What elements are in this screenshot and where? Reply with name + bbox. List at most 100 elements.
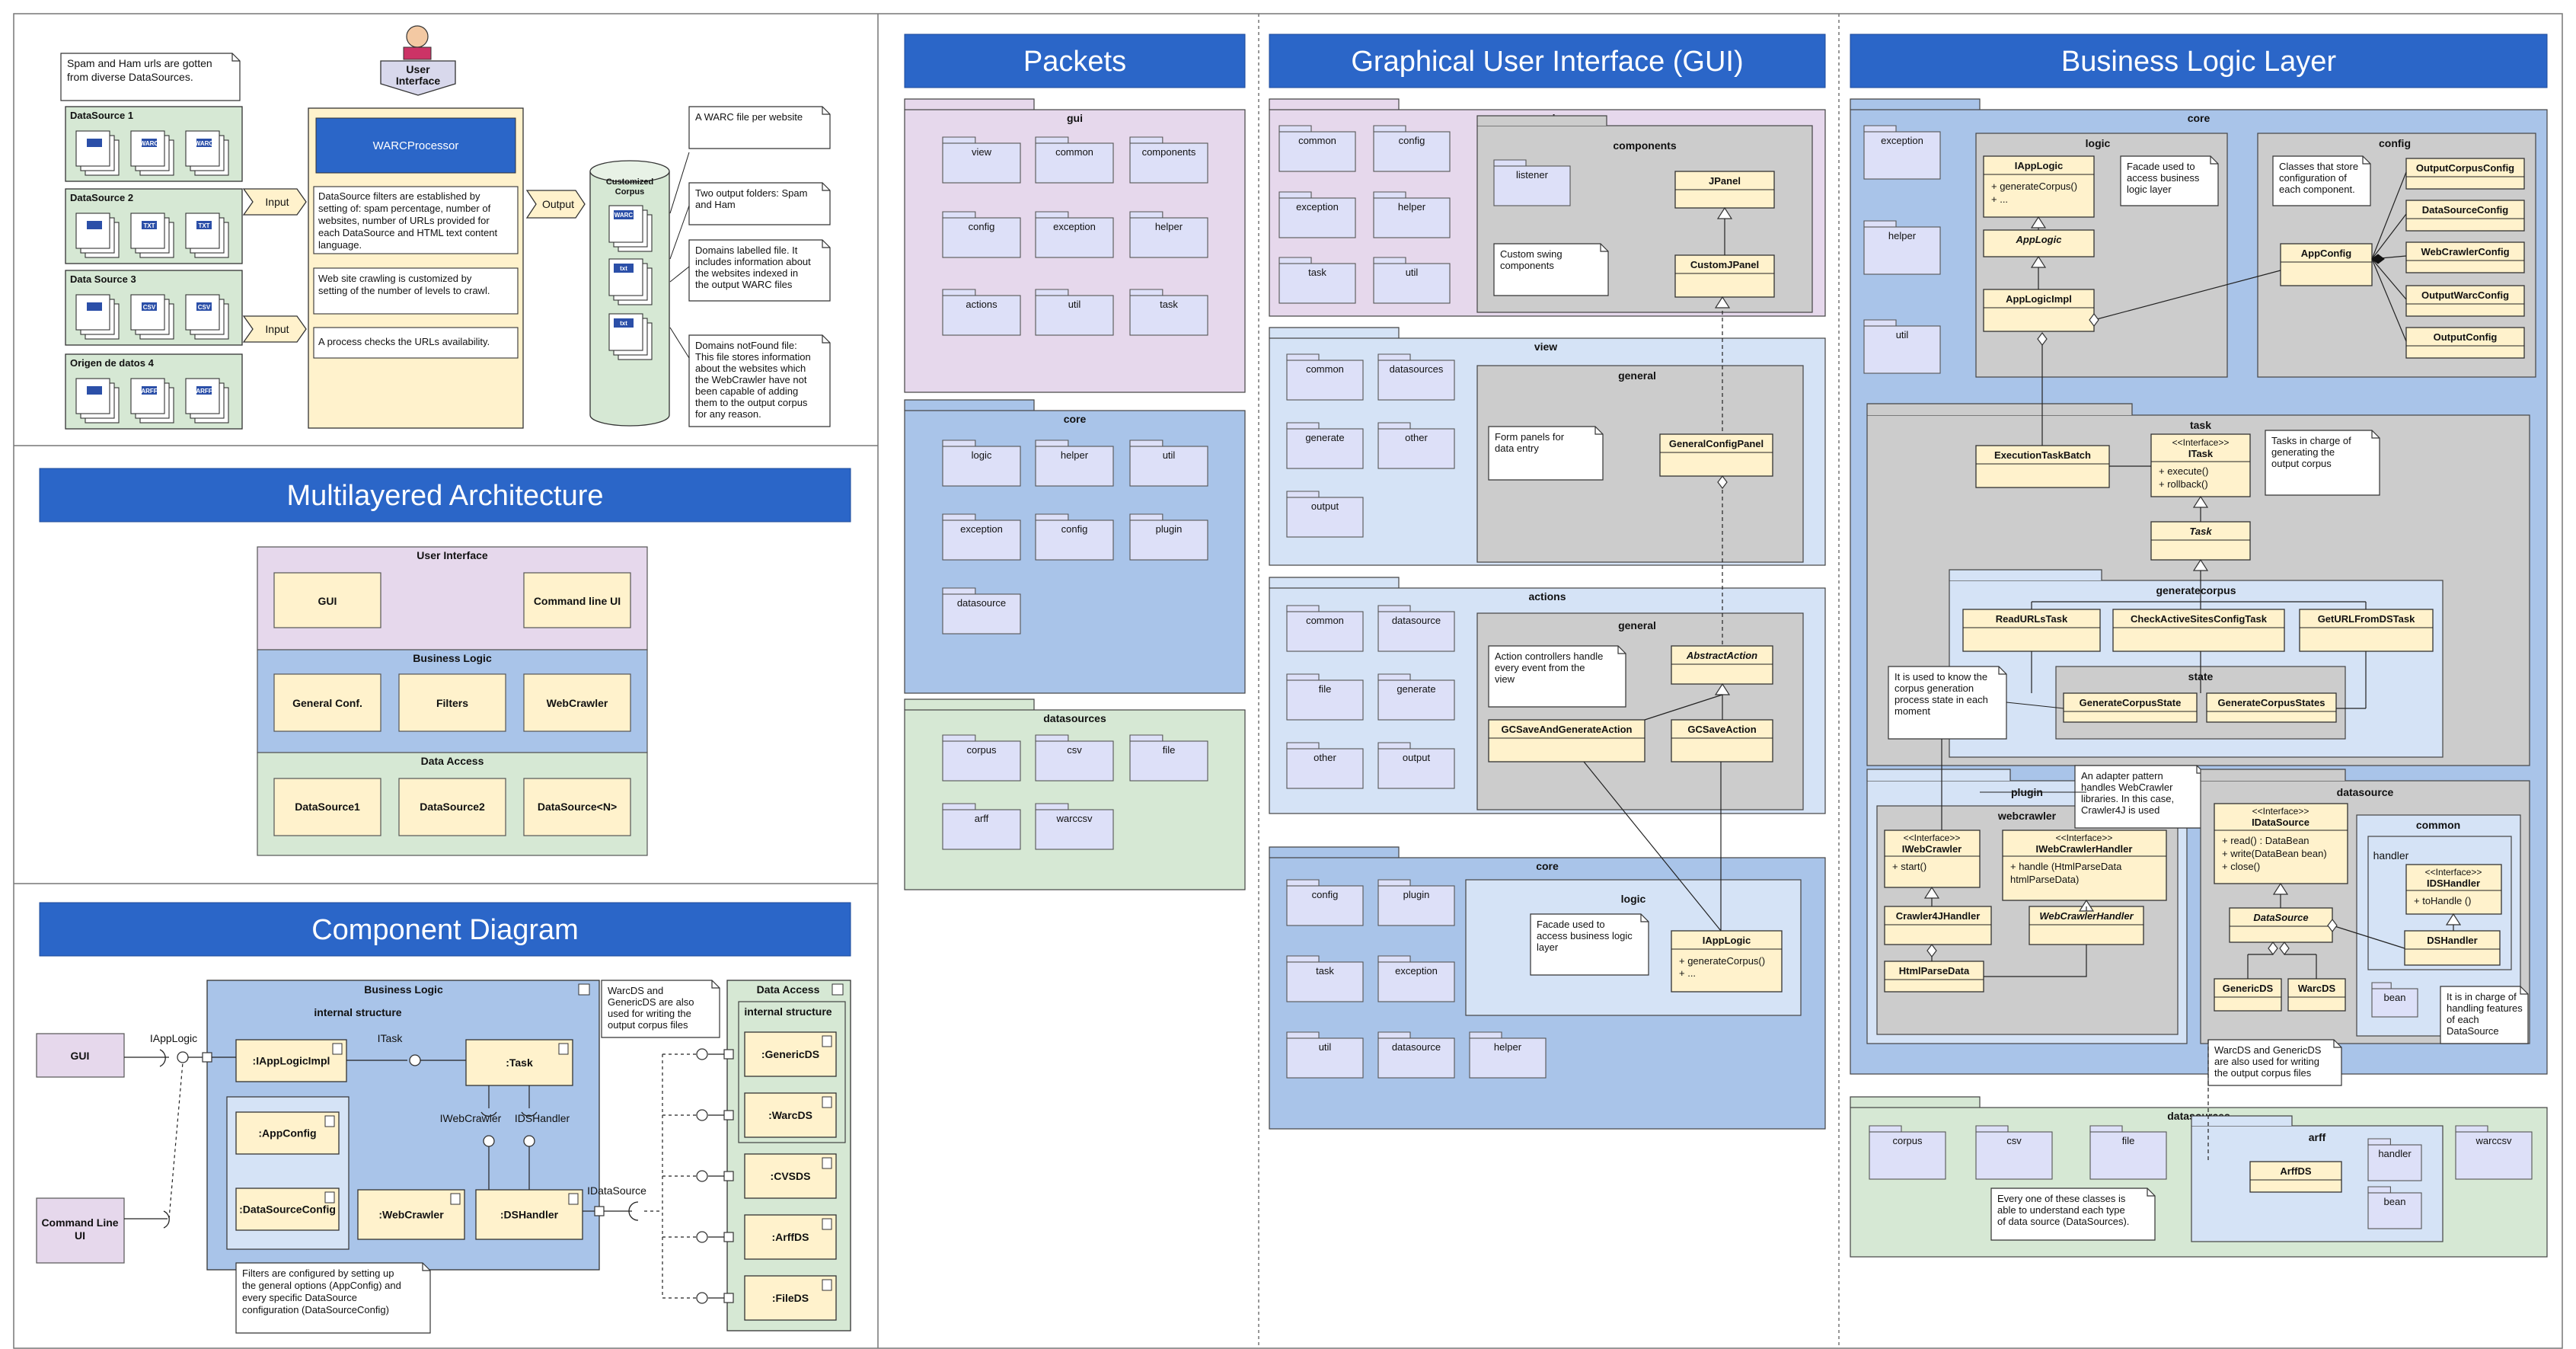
note-fold — [822, 183, 830, 191]
label: output corpus files — [608, 1019, 688, 1031]
class-box — [2206, 692, 2337, 723]
note-fold — [822, 107, 830, 115]
note-fold — [2147, 1188, 2155, 1197]
folder-package — [1278, 131, 1356, 172]
bll-title — [1850, 34, 2548, 88]
port — [723, 1110, 734, 1120]
package-name: core — [1536, 860, 1559, 872]
label: access business — [2127, 172, 2200, 184]
file-badge — [196, 221, 212, 229]
component-title-text: Component Diagram — [311, 914, 579, 946]
check-box — [313, 327, 519, 359]
class-name: IAppLogic — [2015, 160, 2064, 171]
label: every event from the — [1495, 662, 1585, 673]
class-name: OutputWarcConfig — [2421, 289, 2509, 301]
label: components — [1500, 260, 1554, 271]
folder-tab — [1373, 125, 1406, 132]
output-arrow — [525, 190, 586, 219]
folder-tab — [1286, 422, 1320, 429]
folder-package — [1129, 217, 1208, 258]
component-icon — [822, 1096, 832, 1108]
corpus-file-badge — [614, 318, 634, 328]
da-box — [398, 778, 506, 836]
file-badge-text: ARFF — [141, 388, 157, 395]
label: the general options (AppConfig) and — [242, 1280, 401, 1291]
label: Corpus — [615, 187, 645, 197]
note-fold — [1594, 427, 1603, 435]
package-tab — [904, 98, 1035, 110]
folder-label: helper — [1888, 230, 1917, 241]
class-name: IWebCrawlerHandler — [2036, 843, 2133, 855]
folder-label: util — [1406, 267, 1419, 278]
input-arrow-label: Input — [265, 323, 289, 335]
core-logic-label: logic — [1621, 893, 1646, 905]
folder-tab — [1975, 1125, 2009, 1132]
component-part — [475, 1189, 583, 1240]
label: It is used to know the — [1894, 671, 1987, 682]
itask-lollipop — [409, 1054, 421, 1066]
label: handles WebCrawler — [2081, 782, 2173, 793]
component-part — [744, 1214, 837, 1260]
config-aggregation — [2371, 258, 2407, 300]
folder-label: datasource — [1392, 615, 1441, 626]
folder-label: view — [972, 146, 992, 158]
component-part — [744, 1153, 837, 1199]
folder-tab — [942, 587, 976, 594]
component-part — [744, 1275, 837, 1321]
folder-package — [1377, 1037, 1455, 1079]
file-badge-text: WARC — [140, 140, 159, 147]
output-arrow-label: Output — [542, 198, 574, 210]
composite-diamond — [2371, 254, 2385, 264]
note — [688, 182, 831, 225]
view-general-label: general — [1618, 369, 1656, 382]
folder-label: warccsv — [1056, 813, 1093, 824]
package-name: actions — [1528, 590, 1566, 603]
folder-tab — [1286, 673, 1320, 680]
label: about the websites which — [695, 363, 806, 374]
folder-tab — [1869, 1125, 1902, 1132]
label: Command Line — [41, 1216, 118, 1229]
task-package-label: task — [2190, 419, 2211, 431]
datasource-package-label: datasource — [2337, 786, 2394, 798]
label: + write(DataBean bean) — [2222, 848, 2327, 859]
folder-tab — [1377, 879, 1411, 886]
folder-tab — [1278, 191, 1312, 198]
comp-gui-label: GUI — [71, 1050, 90, 1062]
note — [2440, 986, 2529, 1044]
class-name: DataSource — [2253, 912, 2308, 923]
label: of data source (DataSources). — [1997, 1216, 2129, 1227]
user-interface-arrow — [380, 60, 456, 96]
aggregation-diamond — [2089, 313, 2099, 327]
label: Web site crawling is customized by — [318, 273, 472, 284]
file-badge — [196, 386, 212, 395]
bl-box-label: Filters — [436, 697, 468, 709]
file-badge-text: TXT — [198, 222, 209, 229]
folder-tab — [1129, 513, 1164, 520]
note — [1493, 243, 1609, 296]
class-box — [2405, 200, 2525, 232]
folder-tab — [1863, 220, 1897, 227]
note — [1530, 913, 1649, 976]
component-icon — [324, 1115, 335, 1127]
folder-label: task — [1308, 267, 1326, 278]
method-label: + toHandle () — [2414, 895, 2472, 906]
class-name: WebCrawlerConfig — [2421, 246, 2509, 257]
folder-label: generate — [1305, 432, 1344, 443]
folder-package — [942, 295, 1021, 336]
class-name: IDataSource — [2252, 817, 2309, 828]
component-icon — [450, 1193, 461, 1205]
class-name: OutputConfig — [2434, 331, 2498, 343]
class-box — [2405, 285, 2525, 317]
label: DataSource — [2447, 1025, 2499, 1037]
packets-title — [904, 34, 1246, 88]
class-name: ExecutionTaskBatch — [1994, 449, 2091, 461]
folder-label: exception — [1881, 135, 1923, 146]
data-file-icon — [130, 130, 165, 167]
folder-tab — [1035, 440, 1069, 446]
gui-box-label: GUI — [318, 595, 337, 607]
bl-box-label: WebCrawler — [547, 697, 608, 709]
folder-tab — [1863, 319, 1897, 326]
file-badge — [196, 139, 212, 147]
component-part — [235, 1111, 340, 1155]
label: moment — [1894, 705, 1930, 717]
